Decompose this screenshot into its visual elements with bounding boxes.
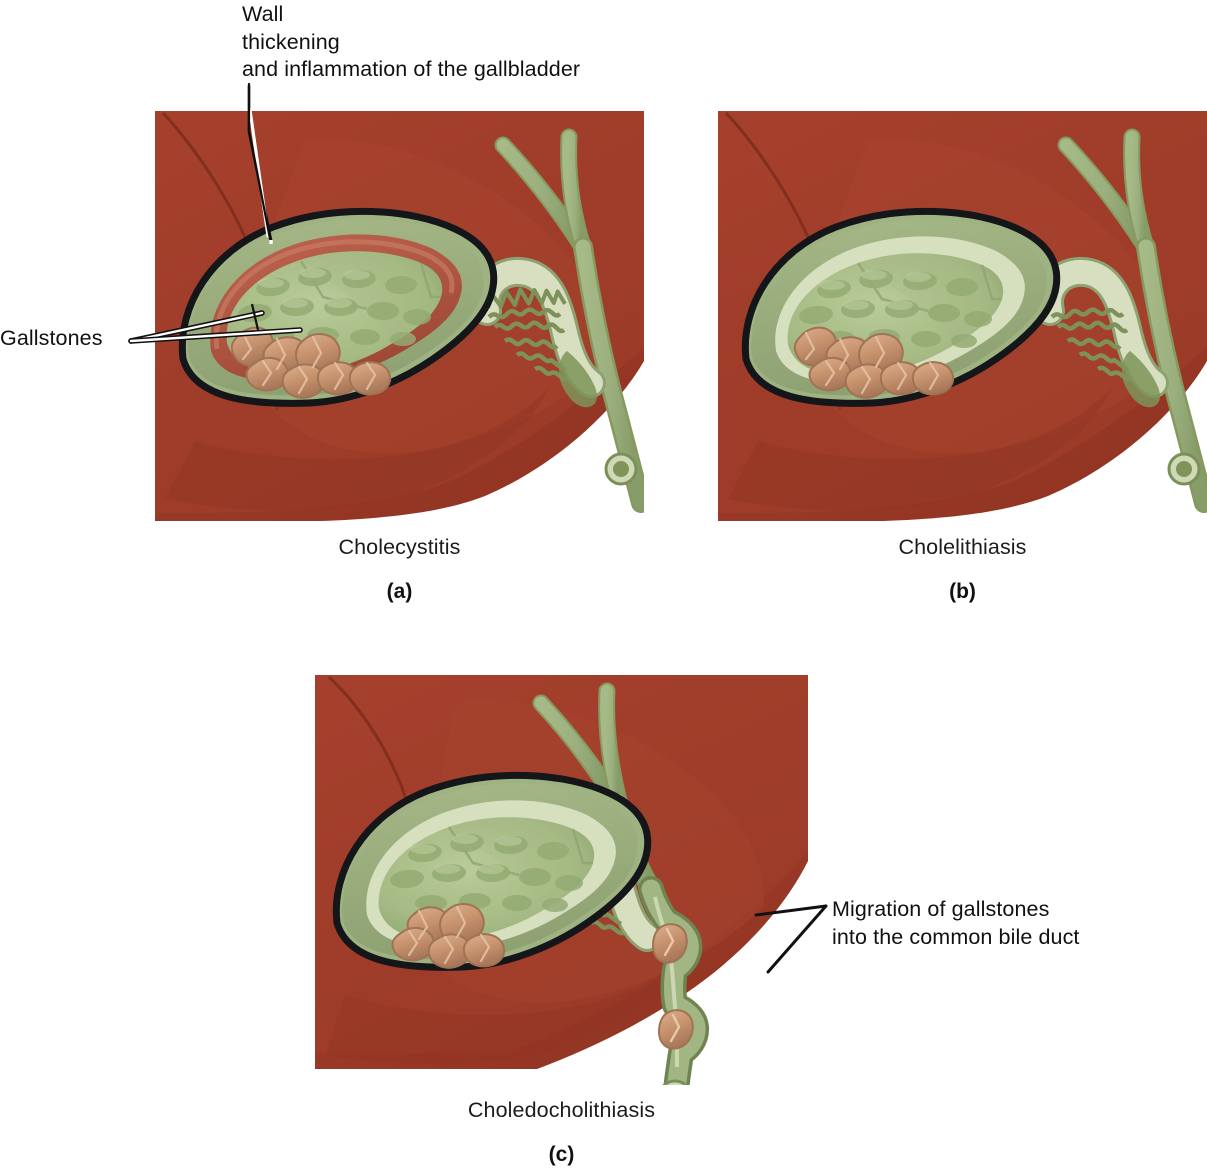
illustration-cholelithiasis: [718, 111, 1207, 521]
illustration-cholecystitis: [155, 111, 644, 521]
caption-panel-c: Choledocholithiasis: [467, 1098, 656, 1122]
annotation-wall-thickening: Wall thickening and inflammation of the …: [242, 2, 581, 81]
panel-cholelithiasis: [718, 111, 1207, 521]
panel-choledocholithiasis: [315, 675, 808, 1085]
sublabel-panel-c: (c): [548, 1143, 575, 1166]
caption-panel-a: Cholecystitis: [338, 535, 461, 559]
panel-cholecystitis: [155, 111, 644, 521]
annotation-gallstones: Gallstones: [0, 326, 103, 350]
sublabel-panel-a: (a): [386, 580, 413, 603]
illustration-choledocholithiasis: [315, 675, 808, 1085]
caption-panel-b: Cholelithiasis: [898, 535, 1027, 559]
annotation-migration: Migration of gallstones into the common …: [832, 897, 1080, 949]
sublabel-panel-b: (b): [949, 580, 976, 603]
